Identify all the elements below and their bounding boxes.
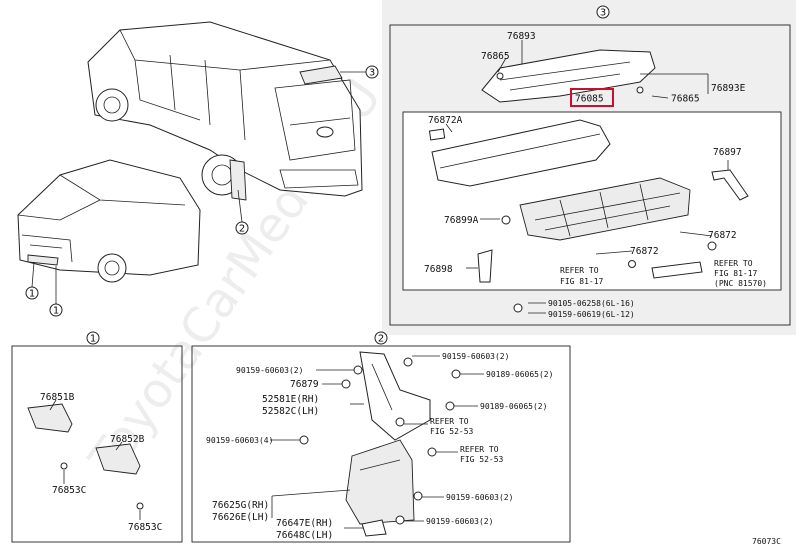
label-76865-lower[interactable]: 76865 (671, 94, 700, 105)
section-3-callout (596, 5, 610, 19)
spoiler-side-strip (711, 169, 749, 201)
label-clip-r4[interactable]: 90159-60603(2) (446, 493, 513, 502)
callout-1-main-a[interactable]: 1 (25, 261, 39, 300)
label-52581E[interactable]: 52581E(RH) (262, 394, 319, 405)
ref-a2[interactable]: FIG 52-53 (430, 427, 474, 436)
label-76625G[interactable]: 76625G(RH) (212, 500, 269, 511)
spoiler-nut (707, 241, 717, 251)
label-76893E[interactable]: 76893E (711, 83, 746, 94)
vehicle-rear-illustration (87, 21, 363, 201)
label-76872-lower[interactable]: 76872 (630, 246, 659, 257)
ref-b2[interactable]: FIG 52-53 (460, 455, 504, 464)
section-2-callout (374, 331, 388, 345)
vehicle-front-illustration (17, 159, 201, 283)
ref-label-2c[interactable]: (PNC 81570) (714, 279, 767, 288)
label-76899A[interactable]: 76899A (444, 215, 479, 226)
label-76647E[interactable]: 76647E(RH) (276, 518, 333, 529)
label-bolt-90105[interactable]: 90105-06258(6L-16) (548, 299, 635, 308)
section-1-callout (86, 331, 100, 345)
label-76085[interactable]: 76085 (575, 94, 604, 105)
label-clip-r3[interactable]: 90189-06065(2) (480, 402, 547, 411)
rear-spoiler-base (519, 177, 691, 241)
section-2: 2 90159-60603(2) (191, 331, 571, 543)
ref-a[interactable]: REFER TO (430, 417, 469, 426)
section-1-number: 1 (90, 334, 96, 345)
ref-label-2[interactable]: REFER TO (714, 259, 753, 268)
spoiler-bracket (481, 49, 656, 103)
label-76626E[interactable]: 76626E(LH) (212, 512, 269, 523)
callout-2-main[interactable]: 2 (235, 189, 249, 235)
label-76897[interactable]: 76897 (713, 147, 742, 158)
label-76872-right[interactable]: 76872 (708, 230, 737, 241)
callout-1-main-b[interactable]: 1 (49, 266, 63, 317)
callout-1-label-b: 1 (53, 306, 59, 317)
label-clip-r2[interactable]: 90189-06065(2) (486, 370, 553, 379)
label-52582C[interactable]: 52582C(LH) (262, 406, 319, 417)
section-3: 3 (389, 5, 791, 326)
label-76853C-a[interactable]: 76853C (52, 485, 86, 496)
label-76872A[interactable]: 76872A (428, 115, 463, 126)
label-76893[interactable]: 76893 (507, 31, 536, 42)
label-bolt-90159[interactable]: 90159-60619(6L-12) (548, 310, 635, 319)
label-76853C-b[interactable]: 76853C (128, 522, 162, 533)
spoiler-bolt (513, 303, 523, 313)
label-clip-top-left[interactable]: 90159-60603(2) (236, 366, 303, 375)
label-76879[interactable]: 76879 (290, 379, 319, 390)
callout-2-label: 2 (239, 224, 245, 235)
label-clip-mid-left[interactable]: 90159-60603(4) (206, 436, 273, 445)
section-2-frame (191, 345, 571, 543)
ref-label-2b[interactable]: FIG 81-17 (714, 269, 758, 278)
section-2-number: 2 (378, 334, 384, 345)
spoiler-pad (428, 128, 446, 141)
rear-mudguard-lower (345, 439, 415, 525)
rear-mudguard-upper (359, 351, 431, 441)
spoiler-lower-strip (651, 261, 703, 279)
callout-1-label-a: 1 (29, 289, 35, 300)
label-clip-r5[interactable]: 90159-60603(2) (426, 517, 493, 526)
label-76865-upper[interactable]: 76865 (481, 51, 510, 62)
label-76648C[interactable]: 76648C(LH) (276, 530, 333, 541)
label-76852B[interactable]: 76852B (110, 434, 145, 445)
highlight-76085 (570, 88, 614, 107)
rear-spoiler-cover (431, 119, 611, 187)
label-76851B[interactable]: 76851B (40, 392, 75, 403)
mudguard-plate (361, 519, 387, 537)
section-1: 1 76851B 76853C 76852B 76853C (11, 331, 183, 543)
label-76898[interactable]: 76898 (424, 264, 453, 275)
ref-b[interactable]: REFER TO (460, 445, 499, 454)
page-reference: 76073C (752, 537, 781, 546)
ref-label-1b[interactable]: FIG 81-17 (560, 277, 604, 286)
ref-label-1[interactable]: REFER TO (560, 266, 599, 275)
front-mudguard-inner-2 (95, 443, 141, 475)
spoiler-clip (501, 215, 511, 225)
section-3-number: 3 (600, 8, 606, 19)
section-3-frame (389, 24, 791, 326)
section-1-frame (11, 345, 183, 543)
callout-3-label: 3 (369, 68, 375, 79)
label-clip-top-right[interactable]: 90159-60603(2) (442, 352, 509, 361)
callout-3-main[interactable]: 3 (340, 65, 379, 79)
front-mudguard-inner-1 (27, 403, 73, 433)
spoiler-bracket-small (477, 249, 493, 283)
